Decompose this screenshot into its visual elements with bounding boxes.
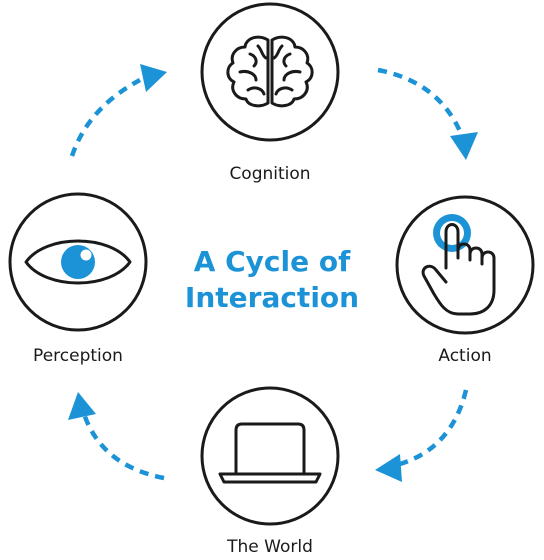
- arrowhead-to-action: [450, 132, 478, 160]
- eye-icon: [24, 239, 132, 285]
- arrowhead-to-perception: [68, 392, 96, 420]
- node-cognition: Cognition: [200, 2, 340, 184]
- arc-world-to-perception: [81, 413, 165, 481]
- laptop-icon: [218, 422, 322, 484]
- center-title: A Cycle of Interaction: [185, 245, 359, 314]
- node-the-world: The World: [200, 386, 340, 557]
- node-the-world-label: The World: [226, 537, 313, 557]
- arc-perception-to-cognition: [69, 78, 142, 157]
- arc-cognition-to-action: [377, 67, 465, 137]
- brain-icon: [226, 35, 314, 108]
- pointing-hand-icon: [421, 214, 496, 316]
- center-title-line-1: A Cycle of: [194, 245, 351, 278]
- cycle-arcs: [68, 64, 478, 482]
- node-perception-label: Perception: [33, 346, 123, 366]
- node-the-world-circle: [200, 386, 340, 526]
- arrowhead-to-world: [375, 454, 402, 482]
- node-action-circle: [395, 195, 535, 335]
- arrowhead-to-cognition: [140, 64, 167, 92]
- node-cognition-label: Cognition: [229, 164, 310, 184]
- node-cognition-circle: [200, 2, 340, 142]
- node-action: Action: [395, 195, 535, 366]
- arc-action-to-world: [399, 389, 469, 467]
- node-perception: Perception: [8, 192, 148, 366]
- node-action-label: Action: [438, 346, 491, 366]
- center-title-line-2: Interaction: [185, 281, 359, 314]
